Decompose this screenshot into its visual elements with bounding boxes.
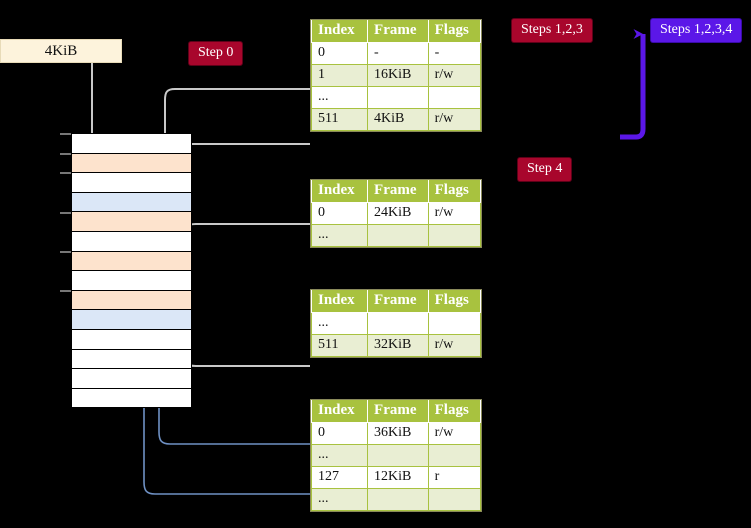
cell-index: 511 xyxy=(310,334,369,357)
cell-flags: r/w xyxy=(427,202,482,225)
memory-frame-row xyxy=(72,270,191,290)
cell-index: ... xyxy=(310,312,369,335)
wire-pt4-row127-to-memory xyxy=(137,214,310,495)
table-row: ... xyxy=(310,488,482,511)
cell-frame: 24KiB xyxy=(367,202,429,225)
wire-pt1-row511-to-memory xyxy=(179,143,310,173)
cell-flags: - xyxy=(427,42,482,65)
cell-frame xyxy=(367,488,429,511)
cell-frame: 36KiB xyxy=(367,422,429,445)
cell-flags xyxy=(427,86,482,109)
cell-index: ... xyxy=(310,224,369,247)
column-header-flags: Flags xyxy=(427,20,482,43)
column-header-flags: Flags xyxy=(427,290,482,313)
memory-frame-row xyxy=(72,348,191,369)
cell-flags xyxy=(427,444,482,467)
cell-frame xyxy=(367,312,429,335)
wire-pt3-row511-to-memory xyxy=(177,314,310,367)
table-row: ... xyxy=(310,444,482,467)
table-row: 0-- xyxy=(310,42,482,65)
memory-tick xyxy=(60,133,72,135)
cell-frame: 4KiB xyxy=(367,108,429,131)
cell-index: ... xyxy=(310,444,369,467)
column-header-frame: Frame xyxy=(367,290,429,313)
memory-tick xyxy=(60,212,72,214)
cell-index: 1 xyxy=(310,64,369,87)
memory-frame-row xyxy=(72,387,191,408)
memory-frame-row xyxy=(72,309,191,329)
cell-index: 511 xyxy=(310,108,369,131)
cell-index: 0 xyxy=(310,42,369,65)
cell-frame: 12KiB xyxy=(367,466,429,489)
cell-frame xyxy=(367,444,429,467)
cell-frame: 32KiB xyxy=(367,334,429,357)
cell-frame xyxy=(367,224,429,247)
memory-frame-row xyxy=(72,328,191,349)
memory-size-label: 4KiB xyxy=(0,39,122,63)
wire-pt1-row1-to-memory xyxy=(164,88,310,220)
cell-flags xyxy=(427,312,482,335)
table-row: ... xyxy=(310,312,482,335)
memory-frame-row xyxy=(72,133,191,153)
cell-flags: r/w xyxy=(427,108,482,131)
memory-frame-row xyxy=(72,211,191,231)
memory-frame-row xyxy=(72,152,191,173)
physical-memory-column xyxy=(71,133,192,409)
table-row: ... xyxy=(310,86,482,109)
cell-flags xyxy=(427,224,482,247)
arrow-steps-1234 xyxy=(620,29,646,140)
column-header-frame: Frame xyxy=(367,20,429,43)
cell-frame: 16KiB xyxy=(367,64,429,87)
cell-index: 0 xyxy=(310,422,369,445)
column-header-frame: Frame xyxy=(367,180,429,203)
column-header-index: Index xyxy=(310,290,369,313)
cell-index: 0 xyxy=(310,202,369,225)
wire-pt2-row0-to-memory xyxy=(182,223,310,266)
column-header-index: Index xyxy=(310,400,369,423)
cell-index: ... xyxy=(310,488,369,511)
memory-frame-row xyxy=(72,230,191,251)
cell-frame xyxy=(367,86,429,109)
column-header-frame: Frame xyxy=(367,400,429,423)
badge-steps-1-2-3-4: Steps 1,2,3,4 xyxy=(651,19,742,42)
memory-frame-row xyxy=(72,289,191,310)
column-header-index: Index xyxy=(310,20,369,43)
column-header-index: Index xyxy=(310,180,369,203)
wire-pt4-row0-to-memory xyxy=(152,340,310,445)
column-header-flags: Flags xyxy=(427,400,482,423)
memory-frame-row xyxy=(72,191,191,212)
memory-tick xyxy=(60,251,72,253)
cell-flags: r/w xyxy=(427,64,482,87)
table-row: ... xyxy=(310,224,482,247)
memory-tick xyxy=(60,172,72,174)
cell-flags: r/w xyxy=(427,334,482,357)
cell-flags: r/w xyxy=(427,422,482,445)
memory-tick xyxy=(60,290,72,292)
badge-step-0: Step 0 xyxy=(189,42,243,65)
cell-index: ... xyxy=(310,86,369,109)
cell-index: 127 xyxy=(310,466,369,489)
cell-flags xyxy=(427,488,482,511)
badge-step-4: Step 4 xyxy=(518,158,572,181)
column-header-flags: Flags xyxy=(427,180,482,203)
badge-steps-1-2-3: Steps 1,2,3 xyxy=(512,19,592,42)
memory-frame-row xyxy=(72,172,191,192)
memory-tick xyxy=(60,153,72,155)
memory-frame-row xyxy=(72,250,191,271)
cell-flags: r xyxy=(427,466,482,489)
memory-frame-row xyxy=(72,368,191,388)
cell-frame: - xyxy=(367,42,429,65)
